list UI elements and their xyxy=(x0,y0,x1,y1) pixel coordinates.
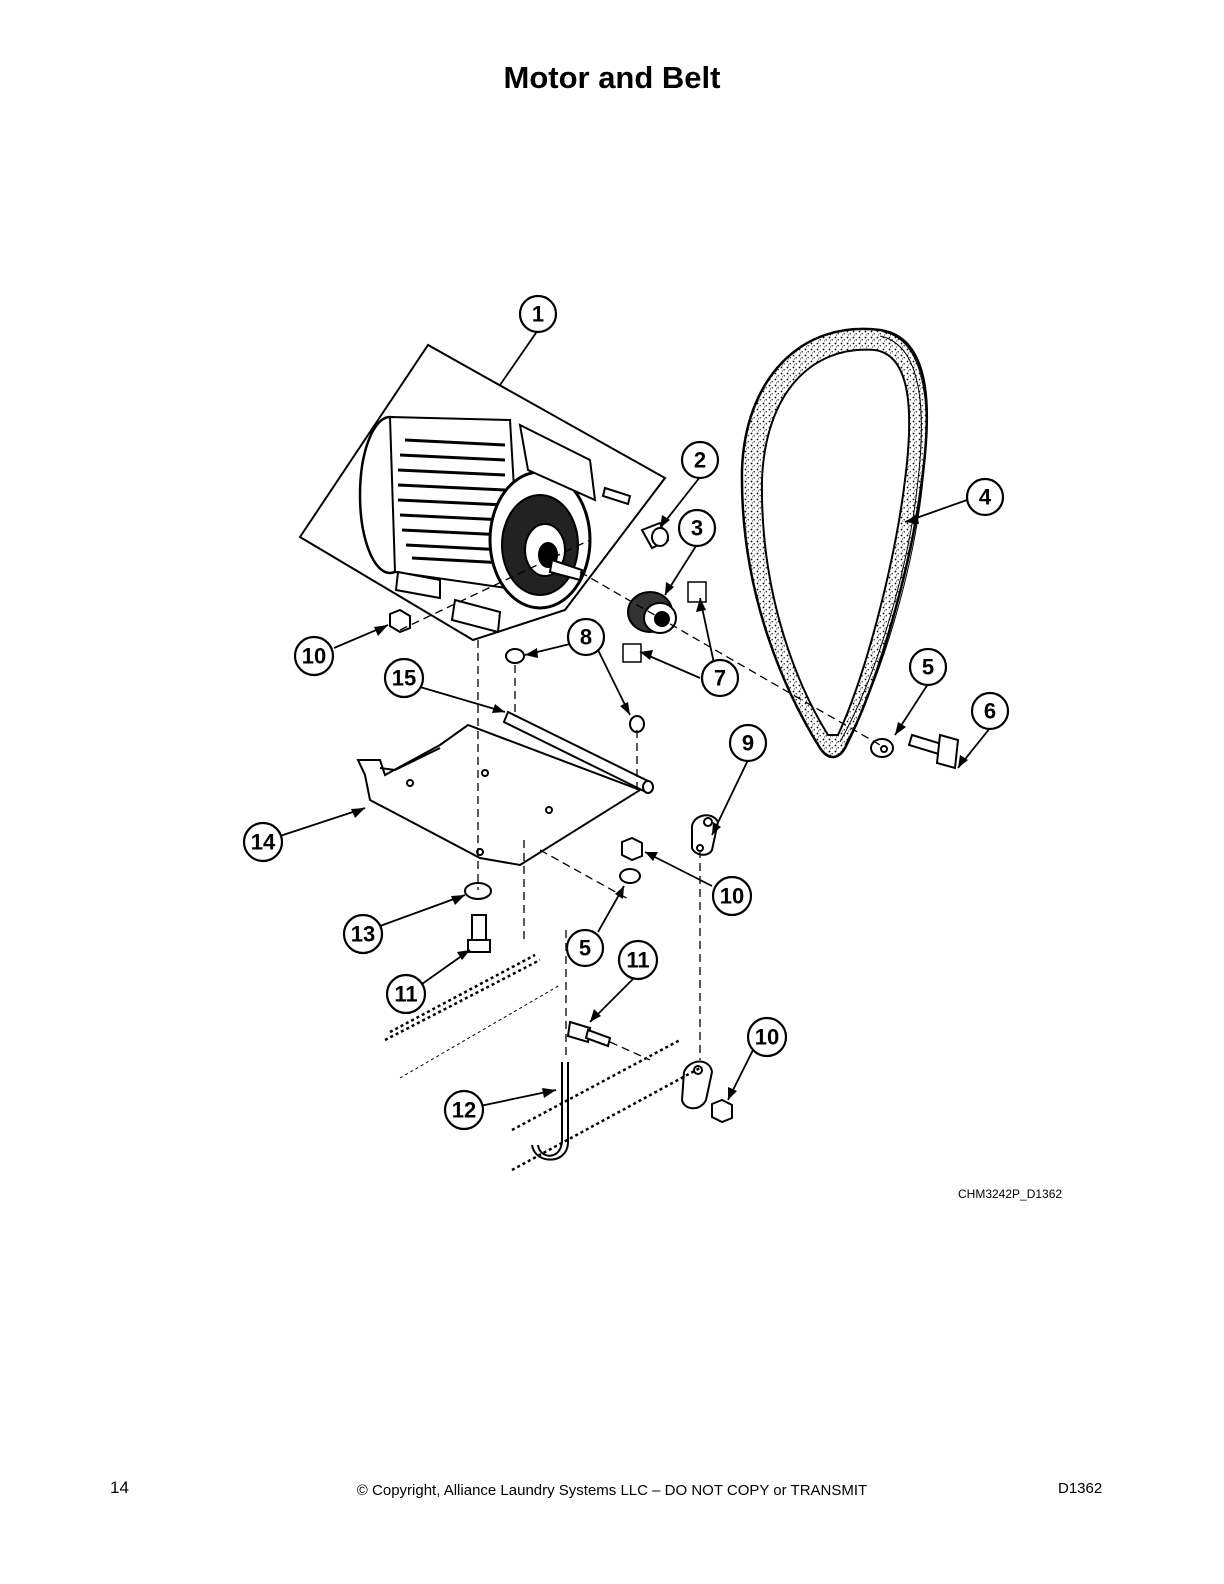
motor-pulley xyxy=(627,591,677,634)
svg-text:10: 10 xyxy=(755,1025,779,1050)
pivot-link-9 xyxy=(690,814,720,856)
nut-10-mid xyxy=(621,836,643,862)
leader-arrowheads xyxy=(351,514,968,1100)
washer-13 xyxy=(464,882,492,900)
callout-12: 12 xyxy=(443,1089,485,1131)
callout-11-lower: 11 xyxy=(617,939,659,981)
document-id: D1362 xyxy=(1058,1480,1103,1497)
svg-text:3: 3 xyxy=(691,516,703,541)
svg-text:12: 12 xyxy=(452,1098,476,1123)
svg-text:4: 4 xyxy=(979,485,992,510)
callout-5-mid: 5 xyxy=(565,928,605,968)
callout-8: 8 xyxy=(566,617,606,657)
svg-text:9: 9 xyxy=(742,731,754,756)
svg-text:15: 15 xyxy=(392,666,416,691)
pulley-bushing-2 xyxy=(640,521,670,550)
motor-mount-plate xyxy=(356,723,643,867)
callout-6: 6 xyxy=(970,691,1010,731)
pivot-shaft-15 xyxy=(502,710,654,794)
callout-5: 5 xyxy=(908,647,948,687)
svg-text:13: 13 xyxy=(351,922,375,947)
callout-15: 15 xyxy=(383,657,425,699)
svg-text:6: 6 xyxy=(984,699,996,724)
motor-assembly xyxy=(298,343,667,642)
callout-4: 4 xyxy=(965,477,1005,517)
drive-belt xyxy=(740,327,929,759)
callout-10: 10 xyxy=(293,635,335,677)
svg-text:5: 5 xyxy=(579,936,591,961)
callout-14: 14 xyxy=(242,821,284,863)
nut-10-motor xyxy=(389,608,411,634)
alignment-lines xyxy=(399,539,881,1061)
svg-text:2: 2 xyxy=(694,448,706,473)
svg-text:1: 1 xyxy=(532,302,544,327)
bracket-lower xyxy=(680,1060,714,1110)
bolt-11-lower xyxy=(566,1020,612,1048)
svg-text:14: 14 xyxy=(251,830,276,855)
svg-text:11: 11 xyxy=(394,982,417,1007)
page-title: Motor and Belt xyxy=(503,60,721,95)
svg-text:5: 5 xyxy=(922,655,934,680)
callout-10-lower: 10 xyxy=(746,1016,788,1058)
callout-13: 13 xyxy=(342,913,384,955)
callout-1: 1 xyxy=(518,294,558,334)
callout-7: 7 xyxy=(700,658,740,698)
svg-text:8: 8 xyxy=(580,625,592,650)
svg-text:10: 10 xyxy=(302,644,326,669)
bolt-6 xyxy=(907,733,960,770)
callout-2: 2 xyxy=(680,440,720,480)
callout-3: 3 xyxy=(677,508,717,548)
machine-frame-rails xyxy=(384,953,701,1172)
svg-text:10: 10 xyxy=(720,884,744,909)
bolt-11-left xyxy=(467,914,491,953)
j-bolt-12 xyxy=(531,1062,569,1161)
svg-text:7: 7 xyxy=(714,666,726,691)
set-screws-7 xyxy=(622,581,707,663)
figure-code: CHM3242P_D1362 xyxy=(958,1187,1063,1201)
svg-text:11: 11 xyxy=(626,948,649,973)
washer-5-mid xyxy=(619,868,641,884)
copyright-notice: © Copyright, Alliance Laundry Systems LL… xyxy=(356,1482,868,1499)
callout-11-left: 11 xyxy=(385,973,427,1015)
nut-10-lower xyxy=(711,1098,733,1124)
motor-frame-outline xyxy=(298,343,667,642)
page-number: 14 xyxy=(110,1478,129,1497)
callout-10-mid: 10 xyxy=(711,875,753,917)
callout-9: 9 xyxy=(728,723,768,763)
